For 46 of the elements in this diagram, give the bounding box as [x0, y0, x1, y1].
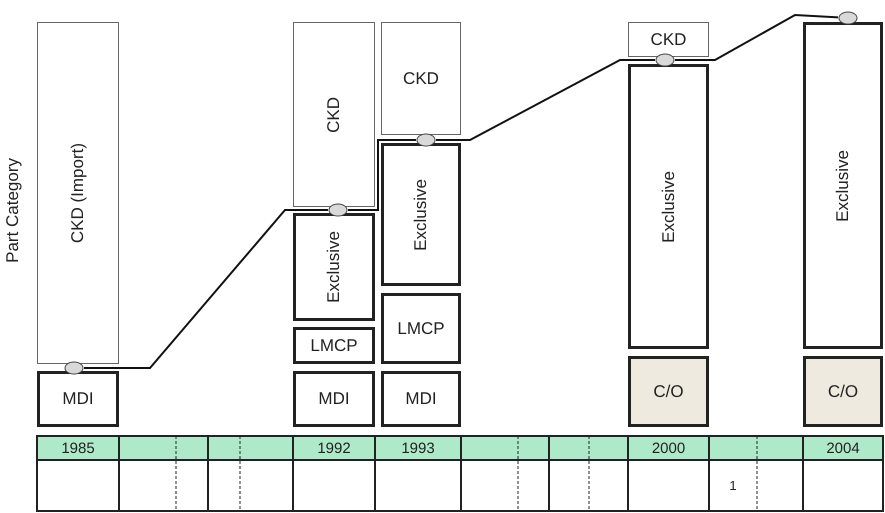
year-label: 2000 — [652, 440, 686, 456]
data-point-marker — [328, 203, 348, 217]
part-category-label: LMCP — [310, 336, 358, 356]
part-category-label: CKD (Import) — [68, 142, 88, 244]
part-category-box — [293, 213, 375, 321]
part-category-box — [293, 22, 375, 207]
part-category-box — [381, 143, 461, 286]
year-label: 1992 — [317, 440, 351, 456]
trend-line — [436, 59, 655, 141]
part-category-box — [381, 293, 461, 364]
part-category-box — [37, 22, 119, 364]
part-category-box — [293, 327, 375, 364]
axis-title: Part Category — [3, 158, 23, 262]
part-category-label: Exclusive — [658, 170, 678, 242]
part-category-box — [628, 356, 709, 427]
trend-line — [84, 209, 328, 369]
data-point-marker — [655, 53, 675, 67]
part-category-box — [803, 22, 883, 349]
data-point-marker — [838, 11, 858, 25]
trend-line — [348, 139, 416, 211]
year-label: 1985 — [61, 440, 95, 456]
part-category-box — [803, 356, 883, 427]
trend-line — [675, 14, 838, 61]
data-point-marker — [416, 133, 436, 147]
part-category-label: Exclusive — [411, 178, 431, 250]
part-category-label: CKD — [403, 68, 439, 88]
part-category-label: C/O — [653, 382, 684, 402]
data-point-marker — [64, 361, 84, 375]
year-label: 2004 — [826, 440, 860, 456]
part-category-label: Exclusive — [833, 150, 853, 222]
part-category-box — [628, 22, 709, 57]
part-category-label: Exclusive — [324, 231, 344, 303]
part-category-label: C/O — [828, 382, 858, 402]
cell-text: 1 — [729, 478, 737, 493]
part-category-box — [628, 64, 709, 349]
part-category-label: CKD — [324, 96, 344, 132]
year-label: 1993 — [401, 440, 435, 456]
part-category-box — [37, 371, 119, 427]
part-category-label: CKD — [650, 30, 686, 50]
part-category-box — [293, 371, 375, 427]
part-category-box — [381, 371, 461, 427]
part-category-label: MDI — [405, 389, 437, 409]
part-category-box — [381, 22, 461, 135]
part-category-label: MDI — [318, 389, 350, 409]
part-category-label: MDI — [62, 389, 94, 409]
part-category-label: LMCP — [397, 318, 445, 338]
